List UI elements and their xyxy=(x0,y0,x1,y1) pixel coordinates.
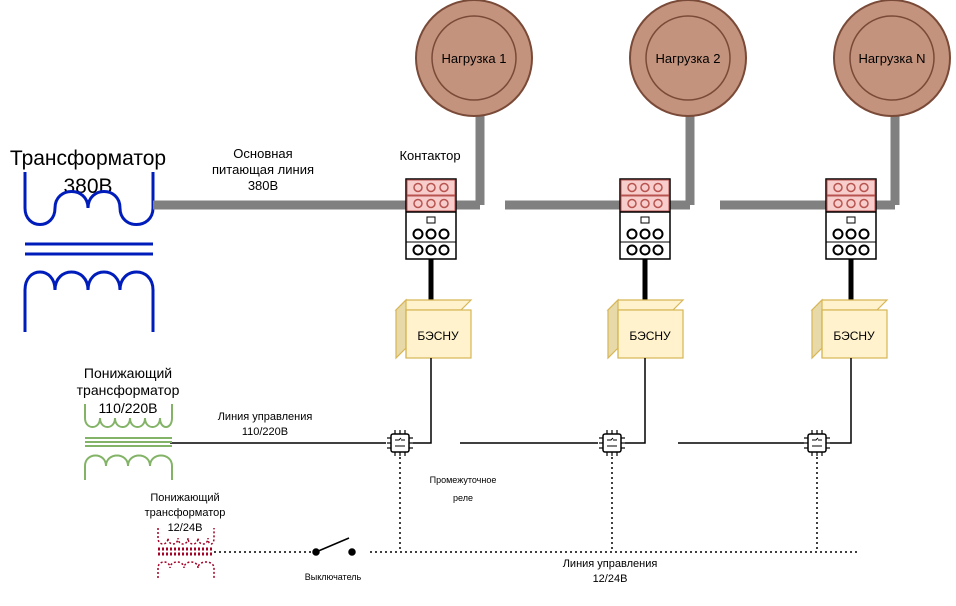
main-transformer: Трансформатор 380В xyxy=(10,147,166,332)
relay-3-chip-icon xyxy=(803,429,831,457)
switch-icon xyxy=(312,537,356,556)
load-2-label: Нагрузка 2 xyxy=(656,51,721,66)
besnu-1-control-link xyxy=(413,358,432,444)
load-1: Нагрузка 1 xyxy=(415,0,533,117)
control-line-220-label-1: Линия управления xyxy=(218,411,313,423)
besnu-3: БЭСНУ xyxy=(811,299,888,359)
step-down-220-primary-coil-icon xyxy=(84,404,173,428)
step-down-12-secondary-coil-icon xyxy=(157,561,215,578)
contactor-1 xyxy=(405,178,457,260)
control-line-220 xyxy=(170,358,852,444)
besnu-3-control-link xyxy=(830,358,852,444)
feed-line-label-1: Основная xyxy=(233,146,292,161)
relay-label-2: реле xyxy=(453,493,473,503)
step-down-12-label-3: 12/24В xyxy=(168,522,203,534)
step-down-220-transformer xyxy=(84,404,173,480)
switch-label: Выключатель xyxy=(305,572,362,582)
load-n: Нагрузка N xyxy=(833,0,951,117)
main-transformer-secondary-coil-icon xyxy=(23,270,155,332)
contactor-besnu-links xyxy=(428,259,854,300)
besnu-2-control-link xyxy=(625,358,646,444)
main-transformer-voltage: 380В xyxy=(63,175,112,198)
load-n-label: Нагрузка N xyxy=(858,51,925,66)
contactor-3 xyxy=(825,178,877,260)
step-down-220-label-3: 110/220В xyxy=(99,400,158,416)
step-down-12-label-2: трансформатор xyxy=(145,507,226,519)
feed-line-label-2: питающая линия xyxy=(212,162,314,177)
besnu-2-label: БЭСНУ xyxy=(629,329,671,343)
besnu-2: БЭСНУ xyxy=(607,299,684,359)
step-down-220-secondary-coil-icon xyxy=(84,454,173,480)
step-down-12-transformer xyxy=(157,528,215,578)
control-line-12 xyxy=(214,457,858,553)
besnu-1-label: БЭСНУ xyxy=(417,329,459,343)
relay-2-chip-icon xyxy=(598,429,626,457)
control-line-12-label-1: Линия управления xyxy=(563,558,658,570)
load-1-label: Нагрузка 1 xyxy=(442,51,507,66)
relay-1-chip-icon xyxy=(386,429,414,457)
relay-label-1: Промежуточное xyxy=(430,475,497,485)
besnu-3-label: БЭСНУ xyxy=(833,329,875,343)
control-line-220-label-2: 110/220В xyxy=(242,426,288,438)
contactor-label: Контактор xyxy=(399,148,460,163)
step-down-12-label-1: Понижающий xyxy=(150,492,219,504)
step-down-12-primary-coil-icon xyxy=(157,528,215,545)
step-down-220-label-1: Понижающий xyxy=(84,365,172,381)
contactor-2 xyxy=(619,178,671,260)
step-down-220-label-2: трансформатор xyxy=(77,382,180,398)
load-2: Нагрузка 2 xyxy=(629,0,747,117)
control-line-12-label-2: 12/24В xyxy=(593,573,628,585)
feed-line-label-3: 380В xyxy=(248,178,278,193)
besnu-1: БЭСНУ xyxy=(395,299,472,359)
main-transformer-title: Трансформатор xyxy=(10,147,166,170)
main-transformer-primary-coil-icon xyxy=(23,172,155,226)
